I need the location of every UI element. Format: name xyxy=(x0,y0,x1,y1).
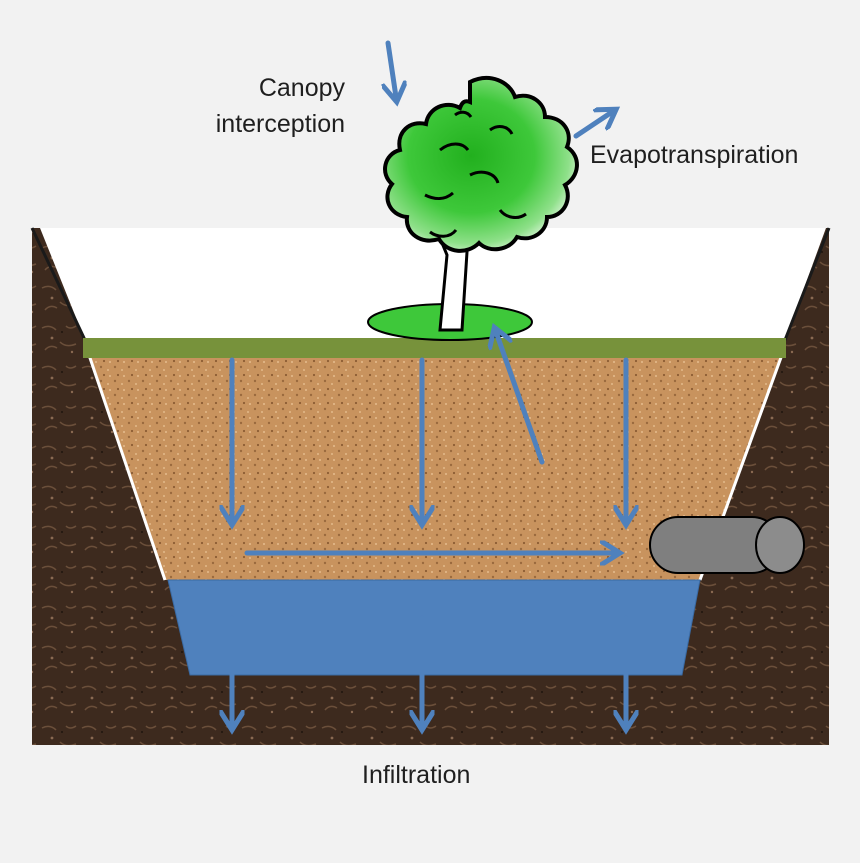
infiltration-label: Infiltration xyxy=(362,757,470,793)
storage-water-layer xyxy=(168,580,700,675)
evapotranspiration-label: Evapotranspiration xyxy=(590,137,798,173)
underdrain-pipe xyxy=(650,517,804,573)
rain-arrow xyxy=(388,43,396,97)
canopy-label-line2: interception xyxy=(190,106,345,142)
canopy-interception-label: Canopy interception xyxy=(190,70,345,143)
grass-strip xyxy=(83,338,786,358)
evapotranspiration-arrow xyxy=(576,112,612,136)
canopy-label-line1: Canopy xyxy=(190,70,345,106)
